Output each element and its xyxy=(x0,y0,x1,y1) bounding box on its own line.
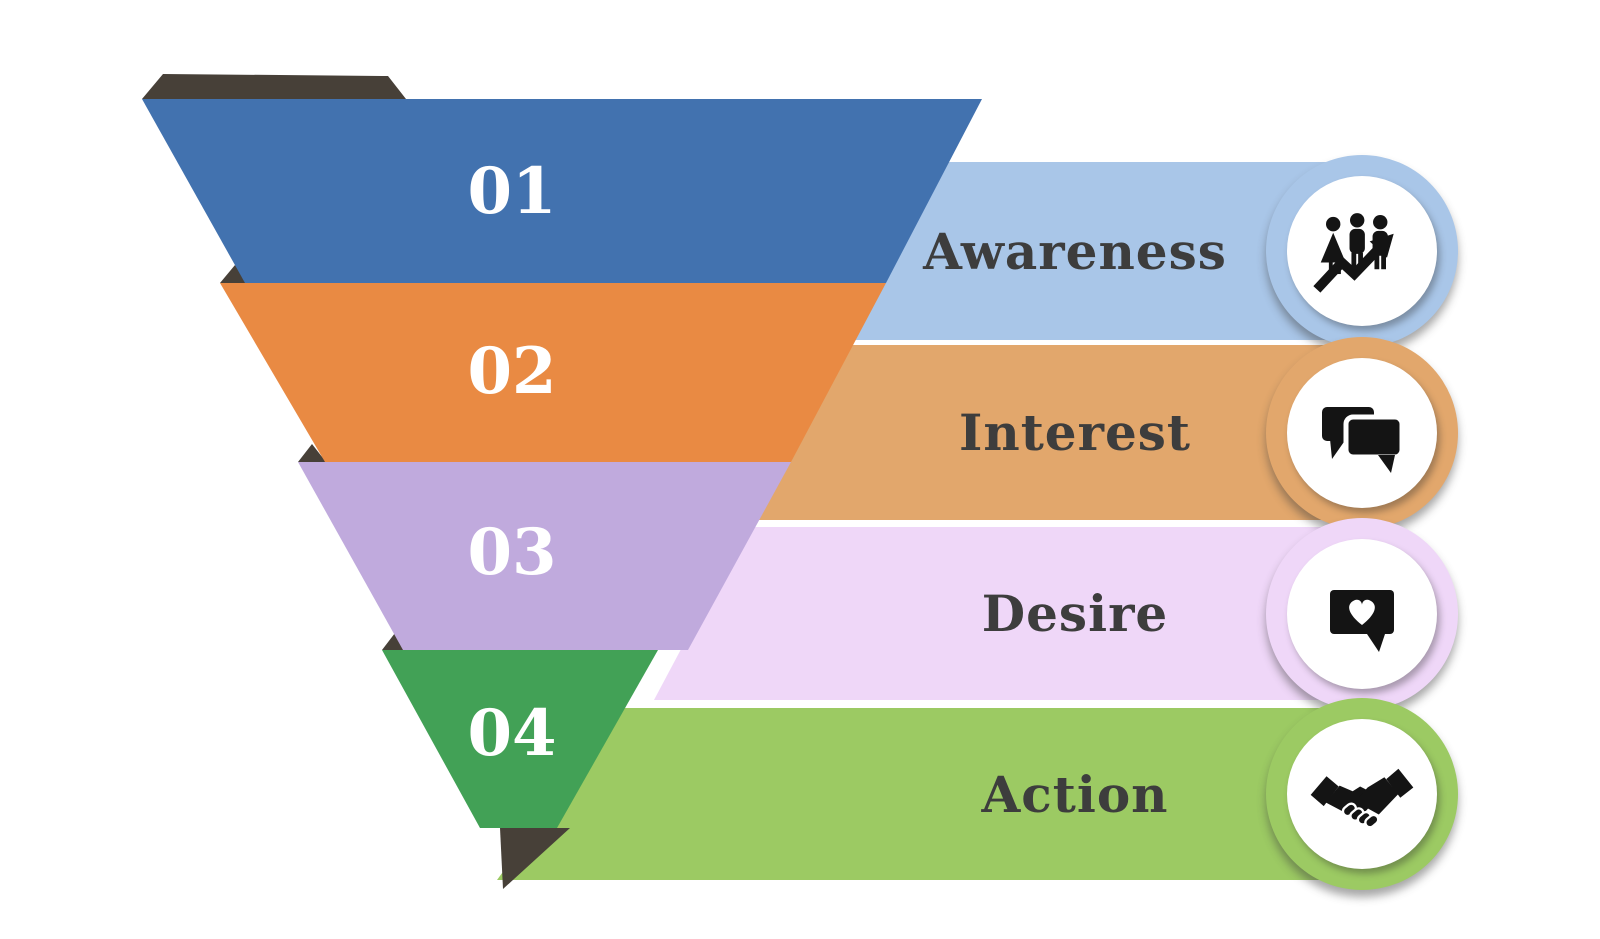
funnel-number-4: 04 xyxy=(467,696,557,771)
banner-cap-awareness xyxy=(1266,155,1458,347)
handshake-icon xyxy=(1310,768,1414,829)
icon-disc-interest xyxy=(1287,358,1437,508)
banner-label-interest: Interest xyxy=(958,403,1192,462)
heart-message-icon xyxy=(1330,590,1394,652)
icon-disc-desire xyxy=(1287,539,1437,689)
banner-label-desire: Desire xyxy=(981,584,1169,643)
icon-disc-action xyxy=(1287,719,1437,869)
banner-label-awareness: Awareness xyxy=(923,221,1227,281)
banner-label-action: Action xyxy=(981,764,1169,824)
icon-disc-awareness xyxy=(1287,176,1437,326)
banner-cap-interest xyxy=(1266,337,1458,529)
funnel-number-3: 03 xyxy=(467,515,557,590)
funnel-number-2: 02 xyxy=(467,334,557,409)
people-growth-icon xyxy=(1313,213,1394,293)
banner-cap-action xyxy=(1266,698,1458,890)
banner-cap-desire xyxy=(1266,518,1458,710)
chat-bubbles-icon xyxy=(1322,407,1405,473)
funnel-number-1: 01 xyxy=(467,154,557,229)
